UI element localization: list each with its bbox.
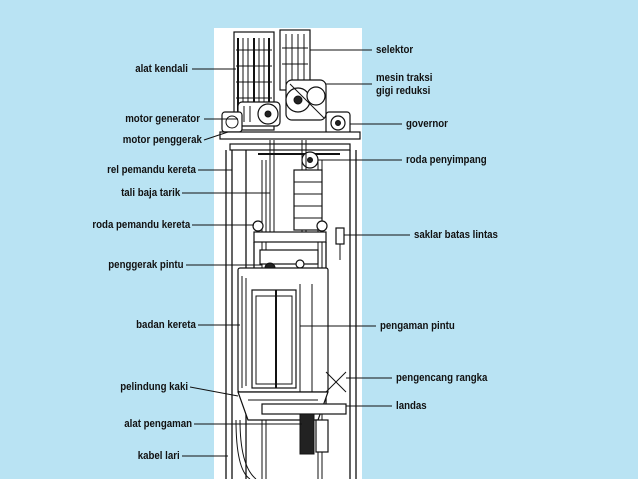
label-selektor: selektor (376, 44, 414, 56)
label-roda-pemandu-kereta: roda pemandu kereta (92, 219, 190, 231)
label-motor-penggerak: motor penggerak (122, 134, 202, 146)
label-gigi-reduksi: gigi reduksi (376, 85, 431, 97)
label-kabel-lari: kabel lari (138, 450, 180, 462)
label-roda-penyimpang: roda penyimpang (406, 154, 487, 166)
label-mesin-traksi: mesin traksi (376, 72, 433, 84)
label-pelindung-kaki: pelindung kaki (120, 381, 188, 393)
label-rel-pemandu-kereta: rel pemandu kereta (107, 164, 196, 176)
label-alat-kendali: alat kendali (135, 63, 188, 75)
label-penggerak-pintu: penggerak pintu (108, 259, 184, 271)
label-alat-pengaman: alat pengaman (124, 418, 192, 430)
label-motor-generator: motor generator (125, 113, 200, 125)
label-pengaman-pintu: pengaman pintu (380, 320, 455, 332)
label-landas: landas (396, 400, 427, 412)
label-governor: governor (406, 118, 448, 130)
label-saklar-batas-lintas: saklar batas lintas (414, 229, 498, 241)
label-tali-baja-tarik: tali baja tarik (120, 187, 180, 199)
label-pengencang-rangka: pengencang rangka (396, 372, 488, 384)
label-badan-kereta: badan kereta (136, 319, 196, 331)
